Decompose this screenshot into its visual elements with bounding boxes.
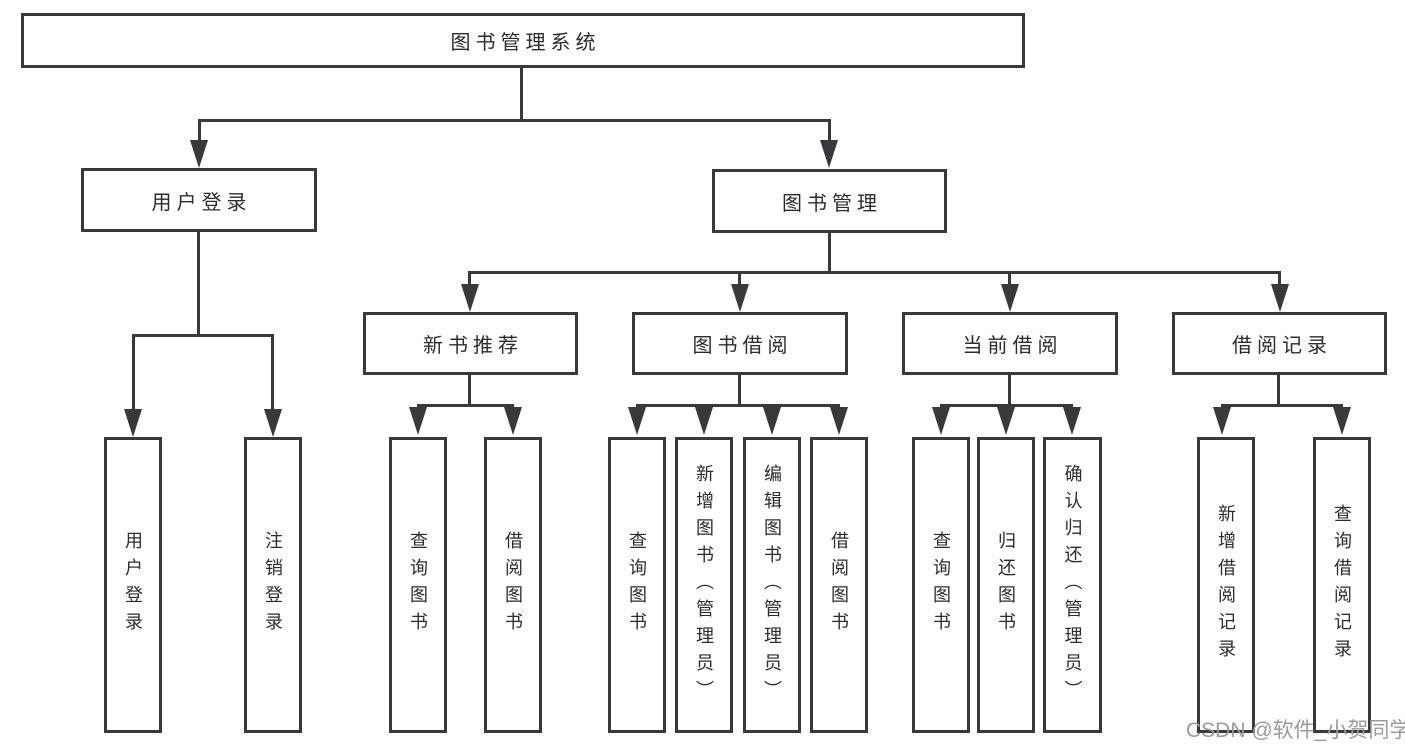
leaf-add-book-admin: 新增图书（管理员）	[675, 437, 733, 733]
leaf-label: 确认归还（管理员）	[1062, 463, 1083, 707]
connector-line	[1008, 375, 1011, 406]
connector-line	[738, 375, 741, 406]
leaf-borrow-books: 借阅图书	[810, 437, 868, 733]
leaf-label: 借阅图书	[503, 531, 523, 639]
csdn-watermark: CSDN @软件_小贺同学	[1186, 719, 1405, 742]
leaf-edit-book-admin: 编辑图书（管理员）	[743, 437, 801, 733]
leaf-query-books-borrowing: 查询图书	[608, 437, 666, 733]
connector-line	[828, 233, 831, 273]
leaf-label: 归还图书	[996, 531, 1016, 639]
node-label: 新书推荐	[423, 335, 523, 357]
arrowhead-down-icon	[504, 407, 522, 435]
connector-line	[468, 375, 471, 406]
leaf-label: 用户登录	[123, 531, 143, 639]
connector-line	[1221, 404, 1343, 407]
connector-line	[271, 334, 274, 411]
node-label: 图书借阅	[692, 335, 793, 357]
connector-line	[197, 232, 200, 336]
leaf-label: 注销登录	[263, 531, 283, 639]
arrowhead-down-icon	[190, 140, 208, 168]
arrowhead-down-icon	[409, 407, 427, 435]
arrowhead-down-icon	[264, 409, 282, 437]
leaf-label: 查询借阅记录	[1332, 504, 1352, 666]
node-label: 用户登录	[151, 191, 252, 214]
connector-line	[828, 119, 831, 142]
leaf-query-books-recommend: 查询图书	[389, 437, 447, 733]
leaf-add-borrow-record: 新增借阅记录	[1197, 437, 1255, 733]
arrowhead-down-icon	[820, 140, 838, 168]
leaf-query-borrow-record: 查询借阅记录	[1313, 437, 1371, 733]
arrowhead-down-icon	[124, 409, 142, 437]
leaf-label: 查询图书	[627, 531, 647, 639]
leaf-confirm-return-admin: 确认归还（管理员）	[1043, 437, 1102, 733]
arrowhead-down-icon	[1213, 407, 1231, 435]
arrowhead-down-icon	[1001, 284, 1019, 312]
node-label: 图书管理系统	[450, 32, 601, 54]
leaf-query-books-current: 查询图书	[912, 437, 970, 733]
connector-line	[940, 404, 1073, 407]
node-book-management: 图书管理	[712, 169, 947, 233]
node-borrowing-records: 借阅记录	[1172, 312, 1387, 375]
arrowhead-down-icon	[763, 407, 781, 435]
leaf-label: 编辑图书（管理员）	[762, 463, 782, 707]
node-current-borrowing: 当前借阅	[902, 312, 1118, 375]
leaf-borrow-books-recommend: 借阅图书	[484, 437, 542, 733]
connector-line	[198, 119, 831, 122]
leaf-label: 查询图书	[408, 531, 428, 639]
arrowhead-down-icon	[1271, 284, 1289, 312]
node-library-management-system: 图书管理系统	[21, 13, 1025, 68]
node-book-borrowing: 图书借阅	[632, 312, 848, 375]
connector-line	[520, 68, 523, 121]
arrowhead-down-icon	[461, 284, 479, 312]
connector-line	[738, 271, 741, 286]
node-label: 图书管理	[782, 192, 882, 215]
connector-line	[1277, 375, 1280, 406]
leaf-user-login: 用户登录	[104, 437, 162, 733]
node-new-book-recommendation: 新书推荐	[363, 312, 578, 375]
connector-line	[469, 271, 1281, 274]
leaf-label: 新增图书（管理员）	[694, 463, 714, 707]
connector-line	[198, 119, 201, 142]
leaf-return-book: 归还图书	[977, 437, 1035, 733]
node-user-login: 用户登录	[81, 168, 317, 232]
arrowhead-down-icon	[628, 407, 646, 435]
connector-line	[132, 334, 135, 411]
connector-line	[417, 404, 514, 407]
arrowhead-down-icon	[830, 407, 848, 435]
node-label: 借阅记录	[1232, 335, 1332, 357]
connector-line	[636, 404, 840, 407]
arrowhead-down-icon	[1333, 407, 1351, 435]
connector-line	[1008, 271, 1011, 286]
connector-line	[1278, 271, 1281, 286]
arrowhead-down-icon	[731, 284, 749, 312]
leaf-label: 查询图书	[931, 531, 951, 639]
leaf-logout: 注销登录	[244, 437, 302, 733]
leaf-label: 新增借阅记录	[1216, 504, 1236, 666]
leaf-label: 借阅图书	[829, 531, 849, 639]
arrowhead-down-icon	[997, 407, 1015, 435]
arrowhead-down-icon	[1063, 407, 1081, 435]
arrowhead-down-icon	[695, 407, 713, 435]
connector-line	[468, 271, 471, 286]
node-label: 当前借阅	[962, 335, 1063, 357]
arrowhead-down-icon	[932, 407, 950, 435]
connector-line	[132, 334, 274, 337]
